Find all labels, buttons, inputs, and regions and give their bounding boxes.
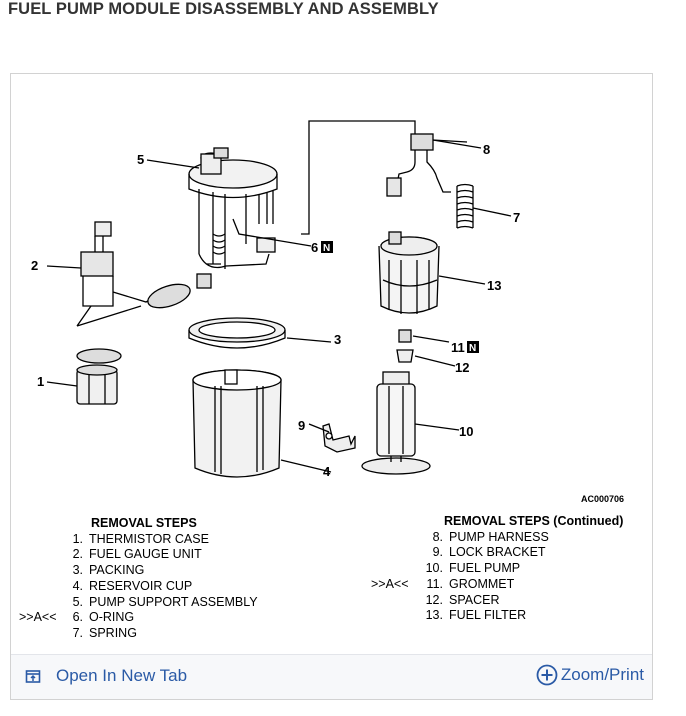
step-row: 10. FUEL PUMP [423, 561, 623, 577]
callout-6: 6 [311, 240, 318, 255]
fuel-pump-drawing [361, 371, 431, 475]
step-row: 7. SPRING [71, 626, 258, 642]
callout-13: 13 [487, 278, 501, 293]
step-mark: >>A<< [19, 610, 57, 625]
fuel-gauge-unit-drawing [76, 221, 191, 327]
callout-1: 1 [37, 374, 44, 389]
open-in-new-tab-link[interactable]: Open In New Tab [25, 666, 187, 686]
step-number: 10. [425, 561, 443, 576]
step-row: >>A<< 6. O-RING [19, 610, 258, 626]
callout-2: 2 [31, 258, 38, 273]
figure-code: AC000706 [581, 494, 625, 504]
step-number: 13. [425, 608, 443, 623]
thermistor-case-drawing [76, 348, 122, 405]
step-number: 11. [426, 576, 443, 591]
open-in-new-tab-label: Open In New Tab [56, 666, 188, 685]
step-number: 1. [72, 531, 83, 546]
step-number: 8. [432, 529, 443, 544]
spring-drawing [456, 183, 474, 229]
reservoir-cup-drawing [192, 369, 282, 478]
open-in-new-tab-icon [25, 670, 41, 683]
step-label: PUMP SUPPORT ASSEMBLY [89, 594, 258, 609]
figure-footer: Open In New Tab Zoom/Print [11, 654, 652, 699]
callout-12: 12 [455, 360, 469, 375]
removal-steps-header: REMOVAL STEPS [91, 516, 197, 530]
step-number: 6. [72, 610, 83, 625]
step-number: 12. [425, 592, 443, 607]
callout-10: 10 [459, 424, 473, 439]
step-row: 2. FUEL GAUGE UNIT [71, 547, 258, 563]
step-number: 7. [72, 625, 83, 640]
step-number: 3. [72, 563, 83, 578]
step-label: THERMISTOR CASE [89, 531, 209, 546]
fuel-filter-drawing [378, 231, 440, 314]
step-number: 5. [72, 594, 83, 609]
grommet-drawing [398, 329, 412, 343]
removal-steps-continued: REMOVAL STEPS (Continued) 8. PUMP HARNESS… [371, 514, 624, 624]
step-label: RESERVOIR CUP [89, 578, 193, 593]
pump-support-assembly-drawing [188, 147, 312, 289]
step-mark: >>A<< [371, 576, 409, 591]
step-row: 4. RESERVOIR CUP [71, 579, 258, 595]
step-label: PUMP HARNESS [449, 529, 549, 544]
step-row: 9. LOCK BRACKET [423, 545, 623, 561]
removal-steps-continued-header: REMOVAL STEPS (Continued) [444, 514, 624, 528]
callout-4: 4 [323, 464, 331, 479]
step-number: 4. [72, 578, 83, 593]
step-row: 8. PUMP HARNESS [423, 530, 623, 546]
removal-steps: REMOVAL STEPS 1. THERMISTOR CASE 2. FUEL GA… [19, 516, 258, 642]
exploded-diagram: 1 2 3 4 5 6 7 8 9 10 11 12 13 N N [31, 120, 520, 479]
pump-harness-drawing [386, 133, 468, 197]
step-row: 5. PUMP SUPPORT ASSEMBLY [71, 595, 258, 611]
step-label: GROMMET [449, 576, 515, 591]
zoom-print-link[interactable]: Zoom/Print [536, 664, 644, 686]
zoom-print-label: Zoom/Print [560, 665, 644, 684]
spacer-drawing [396, 349, 414, 363]
lock-bracket-drawing [322, 423, 356, 453]
step-row: 13. FUEL FILTER [423, 608, 623, 624]
page-title: FUEL PUMP MODULE DISASSEMBLY AND ASSEMBL… [8, 0, 439, 18]
step-row: 1. THERMISTOR CASE [71, 532, 258, 548]
n-badge-6: N [321, 241, 333, 254]
callout-8: 8 [483, 142, 490, 157]
callout-5: 5 [137, 152, 144, 167]
callout-3: 3 [334, 332, 341, 347]
callout-11: 11 [451, 340, 465, 355]
n-badge-11: N [467, 341, 479, 354]
svg-text:N: N [469, 343, 476, 354]
step-label: SPRING [89, 625, 137, 640]
zoom-plus-icon [536, 664, 558, 686]
step-row: 3. PACKING [71, 563, 258, 579]
step-label: FUEL FILTER [449, 608, 527, 623]
step-number: 9. [432, 545, 443, 560]
step-label: O-RING [89, 610, 135, 625]
step-row: 12. SPACER [423, 593, 623, 609]
step-label: PACKING [89, 563, 145, 578]
svg-text:N: N [323, 243, 330, 254]
step-label: LOCK BRACKET [449, 545, 546, 560]
figure-frame: 1 2 3 4 5 6 7 8 9 10 11 12 13 N N AC0007… [10, 73, 653, 700]
step-row: >>A<< 11. GROMMET [371, 576, 623, 593]
callout-9: 9 [298, 418, 305, 433]
step-number: 2. [72, 547, 83, 562]
callout-7: 7 [513, 210, 520, 225]
step-label: SPACER [449, 592, 500, 607]
packing-drawing [188, 317, 286, 349]
step-label: FUEL PUMP [449, 561, 521, 576]
step-label: FUEL GAUGE UNIT [89, 547, 202, 562]
